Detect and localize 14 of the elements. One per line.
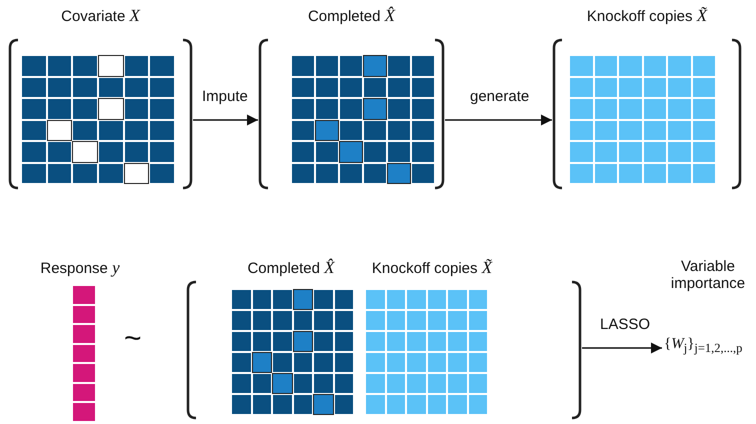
arrow (582, 342, 662, 354)
result-heading: Variable importance (670, 258, 746, 292)
tilde-symbol: ~ (124, 322, 142, 356)
matrix-heading: Covariate X (60, 6, 142, 26)
matrix-heading: Knockoff copies X̃ (586, 6, 708, 26)
arrow (445, 114, 552, 126)
arrow (193, 114, 258, 126)
formula: {W$_{j}$}$_{j=1,2,...,p}$ (664, 336, 742, 356)
matrix-heading: Completed X̂ (246, 258, 336, 278)
edge-label: generate (468, 88, 532, 105)
matrix-heading: Completed X̂ (306, 6, 396, 26)
matrix-heading: Knockoff copies X̃ (370, 258, 494, 278)
edge-label: Impute (200, 88, 250, 105)
matrix-heading: Response y (39, 258, 121, 278)
